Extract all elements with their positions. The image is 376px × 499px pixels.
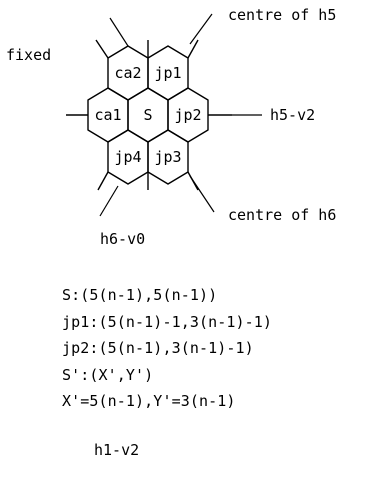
formula-jp1: jp1:(5(n-1)-1,3(n-1)-1) xyxy=(62,312,273,331)
formula-s-prime: S':(X',Y') xyxy=(62,365,154,384)
pointer-centre-h5 xyxy=(189,13,213,45)
cell-label-jp3: jp3 xyxy=(154,148,181,166)
edge-top-left xyxy=(95,39,109,59)
pointer-fixed xyxy=(109,17,129,47)
edge-top-right xyxy=(187,39,199,59)
formula-s: S:(5(n-1),5(n-1)) xyxy=(62,286,218,304)
label-h6-v0: h6-v0 xyxy=(100,230,145,248)
cell-label-s: S xyxy=(143,106,152,124)
formula-jp2: jp2:(5(n-1),3(n-1)-1) xyxy=(62,339,254,357)
coordinate-formulas: S:(5(n-1),5(n-1)) jp1:(5(n-1)-1,3(n-1)-1… xyxy=(62,282,372,415)
pointer-centre-h6 xyxy=(189,175,215,213)
cell-label-ca1: ca1 xyxy=(94,106,121,124)
edge-bottom-left xyxy=(97,171,109,191)
label-fixed: fixed xyxy=(6,46,51,64)
label-centre-h6: centre of h6 xyxy=(228,206,336,224)
caption-h1-v2: h1-v2 xyxy=(94,441,140,459)
formula-xy-prime: X'=5(n-1),Y'=3(n-1) xyxy=(62,392,236,410)
label-centre-h5: centre of h5 xyxy=(228,6,336,24)
cell-label-ca2: ca2 xyxy=(114,64,141,82)
label-h5-v2: h5-v2 xyxy=(270,106,315,124)
cell-label-jp2: jp2 xyxy=(174,106,201,124)
cell-label-jp4: jp4 xyxy=(114,148,141,166)
cell-label-jp1: jp1 xyxy=(154,64,181,82)
pointer-h6-v0 xyxy=(99,185,119,217)
